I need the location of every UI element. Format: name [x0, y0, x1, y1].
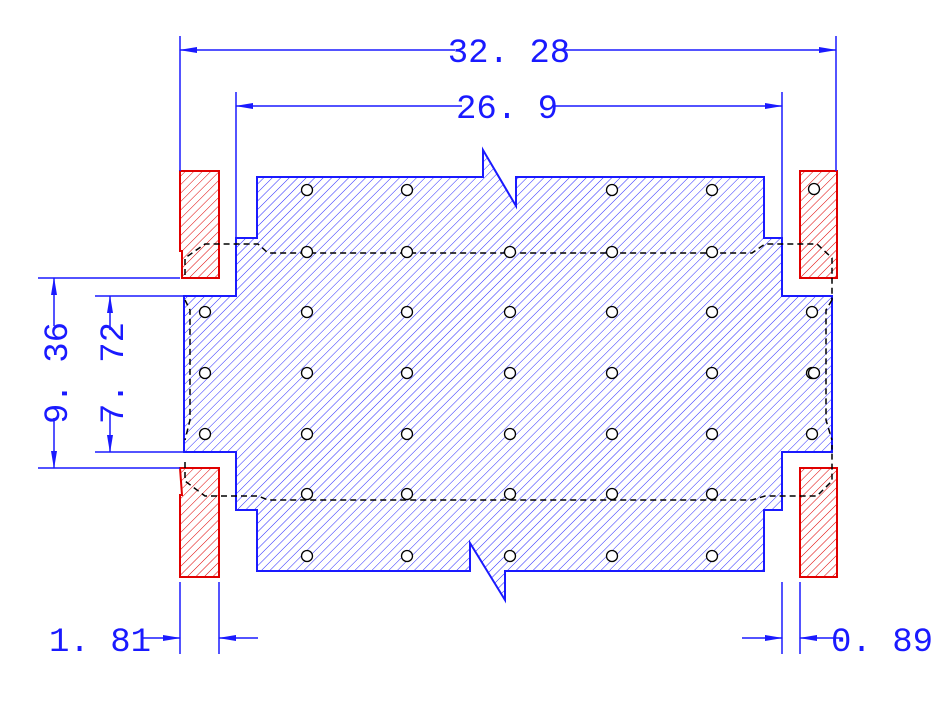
right-top-pad: [799, 170, 838, 279]
via-hole: [605, 245, 619, 259]
via-hole: [705, 183, 719, 197]
dim-inner-width: 26. 9: [456, 91, 558, 129]
via-hole: [300, 366, 314, 380]
via-hole: [605, 549, 619, 563]
via-hole: [705, 487, 719, 501]
dimension-lines: [51, 47, 842, 641]
via-hole: [400, 305, 414, 319]
via-hole: [300, 487, 314, 501]
via-hole: [400, 183, 414, 197]
via-hole: [503, 427, 517, 441]
dim-outer-height: 9. 36: [40, 322, 78, 424]
via-hole: [300, 305, 314, 319]
dim-right-gap: 0. 89: [831, 624, 933, 662]
via-hole: [400, 487, 414, 501]
via-hole: [503, 305, 517, 319]
via-hole: [400, 549, 414, 563]
via-hole: [605, 305, 619, 319]
via-hole: [805, 305, 819, 319]
via-hole: [605, 183, 619, 197]
via-hole: [807, 182, 821, 196]
via-hole: [605, 427, 619, 441]
via-hole: [605, 366, 619, 380]
dim-overall-width: 32. 28: [448, 35, 570, 73]
via-hole: [503, 245, 517, 259]
dim-inner-height: 7. 72: [96, 322, 134, 424]
via-hole: [300, 183, 314, 197]
right-bottom-pad: [799, 467, 838, 578]
via-hole: [300, 427, 314, 441]
via-hole: [400, 366, 414, 380]
via-hole: [705, 305, 719, 319]
via-hole: [805, 427, 819, 441]
via-hole: [198, 427, 212, 441]
via-hole: [605, 487, 619, 501]
via-hole: [705, 427, 719, 441]
via-hole: [300, 549, 314, 563]
via-hole: [400, 245, 414, 259]
via-hole: [400, 427, 414, 441]
left-top-pad: [179, 170, 220, 279]
left-bottom-pad: [178, 467, 220, 578]
via-hole: [807, 366, 821, 380]
via-hole: [705, 549, 719, 563]
via-hole: [198, 366, 212, 380]
via-hole: [503, 549, 517, 563]
via-hole: [503, 487, 517, 501]
via-hole: [300, 245, 314, 259]
via-hole: [503, 366, 517, 380]
dim-left-gap: 1. 81: [49, 624, 151, 662]
via-hole: [705, 366, 719, 380]
via-holes: [198, 182, 821, 563]
via-hole: [198, 305, 212, 319]
via-hole: [705, 245, 719, 259]
